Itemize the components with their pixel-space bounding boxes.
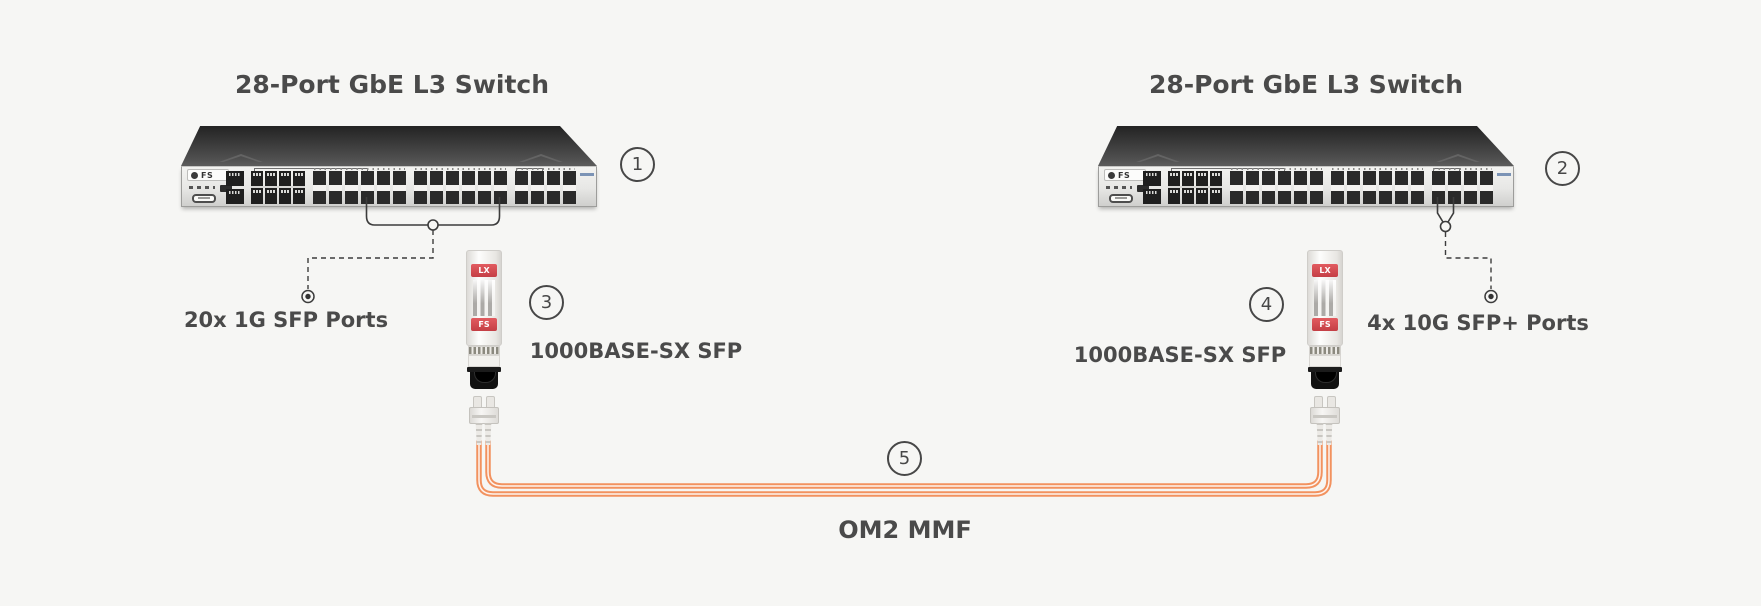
lc-boot [1316,423,1324,445]
switch-right: FS [1098,126,1514,207]
vent-chevron-icon [1136,154,1180,162]
transceiver-top-tag: LX [471,264,497,277]
edge-contacts [468,346,500,355]
switch-left-front-panel: FS [181,166,597,207]
badge-3: 3 [529,285,564,320]
fs-logo-icon [191,171,198,179]
sfp-plus-port-group [515,168,576,204]
transceiver-right-label: 1000BASE-SX SFP [1073,343,1287,367]
transceiver-left-label: 1000BASE-SX SFP [529,339,743,363]
transceiver-base [1309,355,1341,367]
switch-left: FS [181,126,597,207]
rj45-port-block [251,171,305,204]
sfp-port-group-2 [414,168,507,204]
sfp-plus-port-group [1432,168,1493,204]
transceiver-brand-tag: FS [471,318,497,331]
switch-left-title: 28-Port GbE L3 Switch [234,70,550,99]
model-label [580,173,594,176]
lc-boot [1325,423,1333,445]
sfp-port-group-1 [313,168,406,204]
sfp-port-group-1 [1230,168,1323,204]
bullseye-marker [301,289,315,304]
usb-port [1109,194,1133,203]
callout-left-label: 20x 1G SFP Ports [183,308,389,332]
status-leds [1106,186,1132,189]
junction-dot [427,219,439,231]
vent-chevron-icon [519,154,563,162]
fs-logo-text: FS [201,170,214,180]
fs-logo-icon [1108,171,1115,179]
vent-chevron-icon [1436,154,1480,162]
bale-clasp-latch [1311,372,1339,389]
port-group-bracket [254,168,368,173]
lc-body [469,407,499,424]
vent-chevron-icon [219,154,263,162]
usb-port [192,194,216,203]
switch-right-top [1098,126,1514,166]
switch-right-title: 28-Port GbE L3 Switch [1148,70,1464,99]
dashed-callout-left [307,230,434,289]
combo-rj45-ports [226,171,244,204]
sfp-transceiver-right: LX FS [1307,250,1343,450]
lc-boot [475,423,483,445]
lc-body [1310,407,1340,424]
badge-2: 2 [1545,151,1580,186]
bullseye-marker [1484,289,1498,304]
lc-connector-left [469,396,499,450]
combo-rj45-ports [1143,171,1161,204]
fs-logo: FS [187,169,229,181]
transceiver-ridges [1314,280,1336,316]
sfp-transceiver-left: LX FS [466,250,502,450]
port-group-bracket [1171,168,1285,173]
badge-4: 4 [1249,287,1284,322]
latch-bar [1308,367,1342,372]
dashed-callout-right [1444,232,1492,289]
transceiver-top-tag: LX [1312,264,1338,277]
junction-dot [1439,220,1452,233]
latch-bar [467,367,501,372]
status-leds [189,186,215,189]
transceiver-base [468,355,500,367]
bale-clasp-latch [470,372,498,389]
transceiver-ridges [473,280,495,316]
switch-right-front-panel: FS [1098,166,1514,207]
lc-connector-right [1310,396,1340,450]
callout-right-label: 4x 10G SFP+ Ports [1367,311,1589,335]
rj45-port-block [1168,171,1222,204]
edge-contacts [1309,346,1341,355]
sfp-port-group-2 [1331,168,1424,204]
transceiver-brand-tag: FS [1312,318,1338,331]
badge-1: 1 [620,147,655,182]
fs-logo-text: FS [1118,170,1131,180]
fs-logo: FS [1104,169,1146,181]
switch-left-top [181,126,597,166]
badge-5: 5 [887,441,922,476]
model-label [1497,173,1511,176]
lc-boot [484,423,492,445]
cable-label: OM2 MMF [838,516,972,544]
